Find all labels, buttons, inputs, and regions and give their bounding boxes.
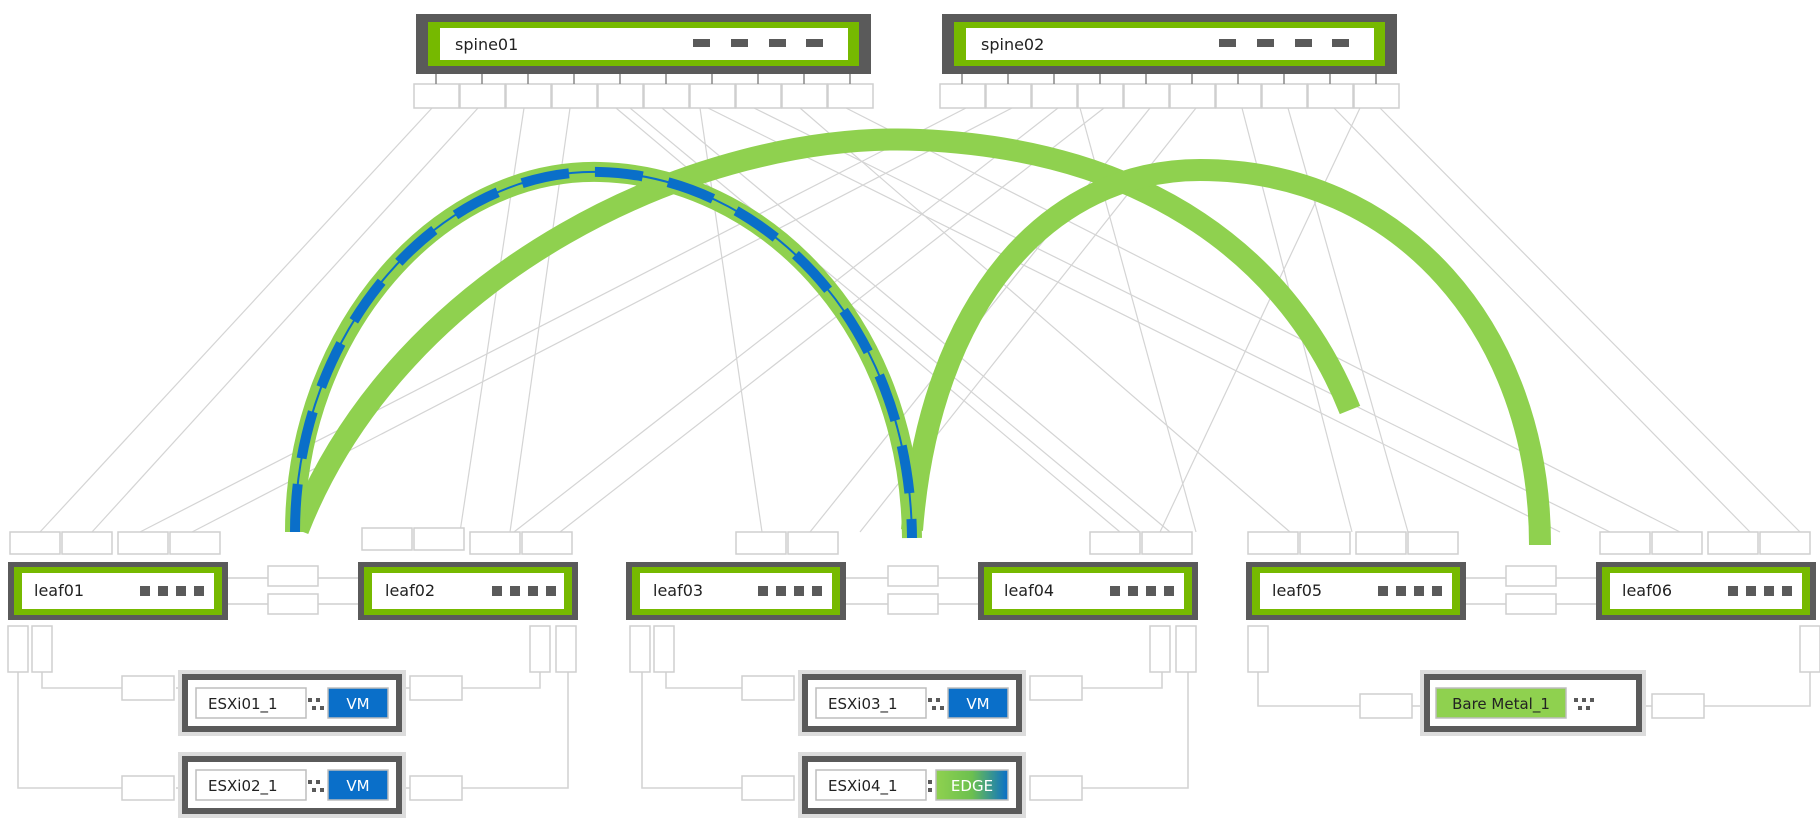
host-label: ESXi03_1	[828, 695, 898, 714]
port-indicator-icon	[492, 586, 556, 596]
host-esxi01[interactable]: ESXi01_1 VM	[178, 670, 406, 736]
link-dots-icon	[928, 780, 932, 792]
spine-switch-spine02[interactable]: spine02	[939, 14, 1400, 109]
port-indicator-icon	[1110, 586, 1174, 596]
link-dots-icon	[1574, 698, 1594, 710]
port-indicator-icon	[1378, 586, 1442, 596]
link-dots-icon	[928, 698, 944, 710]
leaf04-uplink-ports	[1089, 531, 1193, 555]
leaf03-uplink-ports	[735, 531, 839, 555]
host-facing-ports	[7, 625, 1820, 673]
spine02-port-row	[939, 83, 1400, 109]
port-indicator-icon	[1728, 586, 1792, 596]
leaf05-uplink-ports	[1247, 531, 1459, 555]
spine-label: spine01	[455, 35, 518, 54]
link-dots-icon	[308, 780, 324, 792]
leaf-label: leaf05	[1272, 581, 1322, 600]
leaf-switch-leaf01[interactable]: leaf01	[8, 531, 228, 620]
leaf-label: leaf06	[1622, 581, 1672, 600]
host-esxi02[interactable]: ESXi02_1 VM	[178, 752, 406, 818]
host-esxi04[interactable]: ESXi04_1 EDGE	[798, 752, 1026, 818]
host-label: ESXi04_1	[828, 777, 898, 796]
vm-badge-label: VM	[346, 695, 369, 713]
overlay-link-leaf01-leaf03	[294, 170, 913, 539]
vm-badge-label: VM	[346, 777, 369, 795]
spine01-port-ticks	[435, 74, 851, 84]
port-indicator-icon	[140, 586, 204, 596]
leaf-switch-leaf03[interactable]: leaf03	[626, 531, 846, 620]
host-label: ESXi01_1	[208, 695, 278, 714]
leaf-switch-leaf04[interactable]: leaf04	[978, 531, 1198, 620]
leaf-label: leaf01	[34, 581, 84, 600]
leaf-switch-leaf02[interactable]: leaf02	[358, 527, 578, 620]
host-label: Bare Metal_1	[1452, 695, 1550, 714]
overlay-dashes-leaf01-leaf03	[290, 166, 917, 539]
leaf02-uplink-ports	[361, 527, 573, 555]
host-cables	[17, 672, 1811, 789]
tunnel-leaf03-leaf06	[901, 158, 1551, 546]
tunnel-leaf01-leaf03	[285, 161, 922, 539]
spine02-port-ticks	[961, 74, 1377, 84]
host-bare-metal-1[interactable]: Bare Metal_1	[1420, 670, 1646, 736]
port-indicator-icon	[758, 586, 822, 596]
tunnel-leaf01-leaf04	[287, 128, 1361, 535]
leaf06-uplink-ports	[1599, 531, 1811, 555]
overlay-tunnels	[285, 128, 1551, 546]
leaf-switch-leaf05[interactable]: leaf05	[1246, 531, 1466, 620]
edge-badge-label: EDGE	[951, 777, 993, 795]
leaf01-uplink-ports	[9, 531, 221, 555]
spine01-port-row	[413, 83, 874, 109]
port-indicator-icon	[693, 39, 823, 47]
host-nic-ports	[121, 675, 1705, 801]
spine-label: spine02	[981, 35, 1044, 54]
edge-badge	[935, 769, 1009, 801]
vm-badge-label: VM	[966, 695, 989, 713]
leaf-label: leaf03	[653, 581, 703, 600]
spine-switch-spine01[interactable]: spine01	[413, 14, 874, 109]
vm-badge	[327, 687, 389, 719]
leaf-switch-leaf06[interactable]: leaf06	[1596, 531, 1816, 620]
vm-badge	[947, 687, 1009, 719]
host-label: ESXi02_1	[208, 777, 278, 796]
link-dots-icon	[308, 698, 324, 710]
leaf-label: leaf04	[1004, 581, 1054, 600]
leaf-label: leaf02	[385, 581, 435, 600]
vm-badge	[327, 769, 389, 801]
port-indicator-icon	[1219, 39, 1349, 47]
host-esxi03[interactable]: ESXi03_1 VM	[798, 670, 1026, 736]
peer-links	[228, 565, 1596, 615]
